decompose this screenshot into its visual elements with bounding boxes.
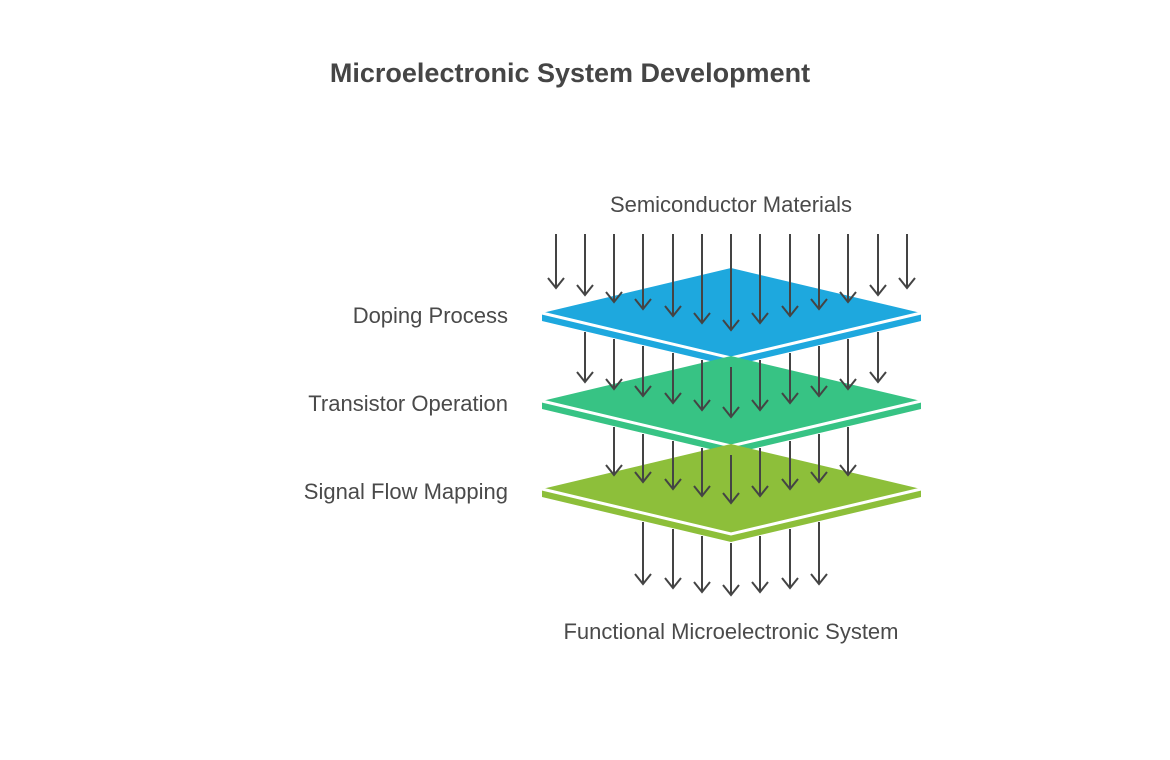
layer-label-signal-flow: Signal Flow Mapping (304, 479, 508, 504)
flow-arrow (605, 234, 623, 304)
flow-arrow (664, 353, 682, 405)
flow-arrow (634, 522, 652, 586)
flow-arrow (722, 455, 740, 505)
flow-arrow (693, 234, 711, 325)
flow-arrow (869, 332, 887, 384)
layer-edge-signal-flow (541, 487, 922, 536)
layer-label-transistor: Transistor Operation (308, 391, 508, 416)
layer-doping: Doping Process (353, 268, 922, 366)
flow-arrow (781, 529, 799, 590)
flow-arrow (751, 234, 769, 325)
flow-arrow (810, 434, 828, 484)
flow-arrow (722, 543, 740, 597)
flow-arrow (664, 529, 682, 590)
flow-arrow (634, 234, 652, 311)
flow-arrow (810, 522, 828, 586)
flow-arrow (576, 332, 594, 384)
flow-arrow (722, 234, 740, 332)
flow-arrow (839, 339, 857, 391)
flow-arrow (634, 346, 652, 398)
flow-arrow (751, 448, 769, 498)
layer-label-doping: Doping Process (353, 303, 508, 328)
flow-arrow (693, 448, 711, 498)
flow-arrow (839, 427, 857, 477)
flow-arrow (781, 441, 799, 491)
flow-arrow (839, 234, 857, 304)
flow-arrow (810, 346, 828, 398)
flow-arrow (634, 434, 652, 484)
flow-arrow (547, 234, 565, 290)
layer-signal-flow: Signal Flow Mapping (304, 444, 922, 542)
input-label: Semiconductor Materials (610, 192, 852, 217)
flow-arrow (751, 536, 769, 594)
output-label: Functional Microelectronic System (563, 619, 898, 644)
flow-arrow (664, 234, 682, 318)
flow-arrow (898, 234, 916, 290)
flow-arrow (693, 536, 711, 594)
flow-arrow (693, 360, 711, 412)
flow-arrow (869, 234, 887, 297)
flow-arrow (781, 353, 799, 405)
flow-arrow (751, 360, 769, 412)
flow-arrow (605, 427, 623, 477)
flow-arrow (810, 234, 828, 311)
flow-arrow (576, 234, 594, 297)
flow-arrow (605, 339, 623, 391)
diagram-title: Microelectronic System Development (329, 58, 811, 88)
arrows-group (547, 234, 916, 597)
flow-arrow (664, 441, 682, 491)
flow-arrow (781, 234, 799, 318)
flow-arrow (722, 367, 740, 419)
